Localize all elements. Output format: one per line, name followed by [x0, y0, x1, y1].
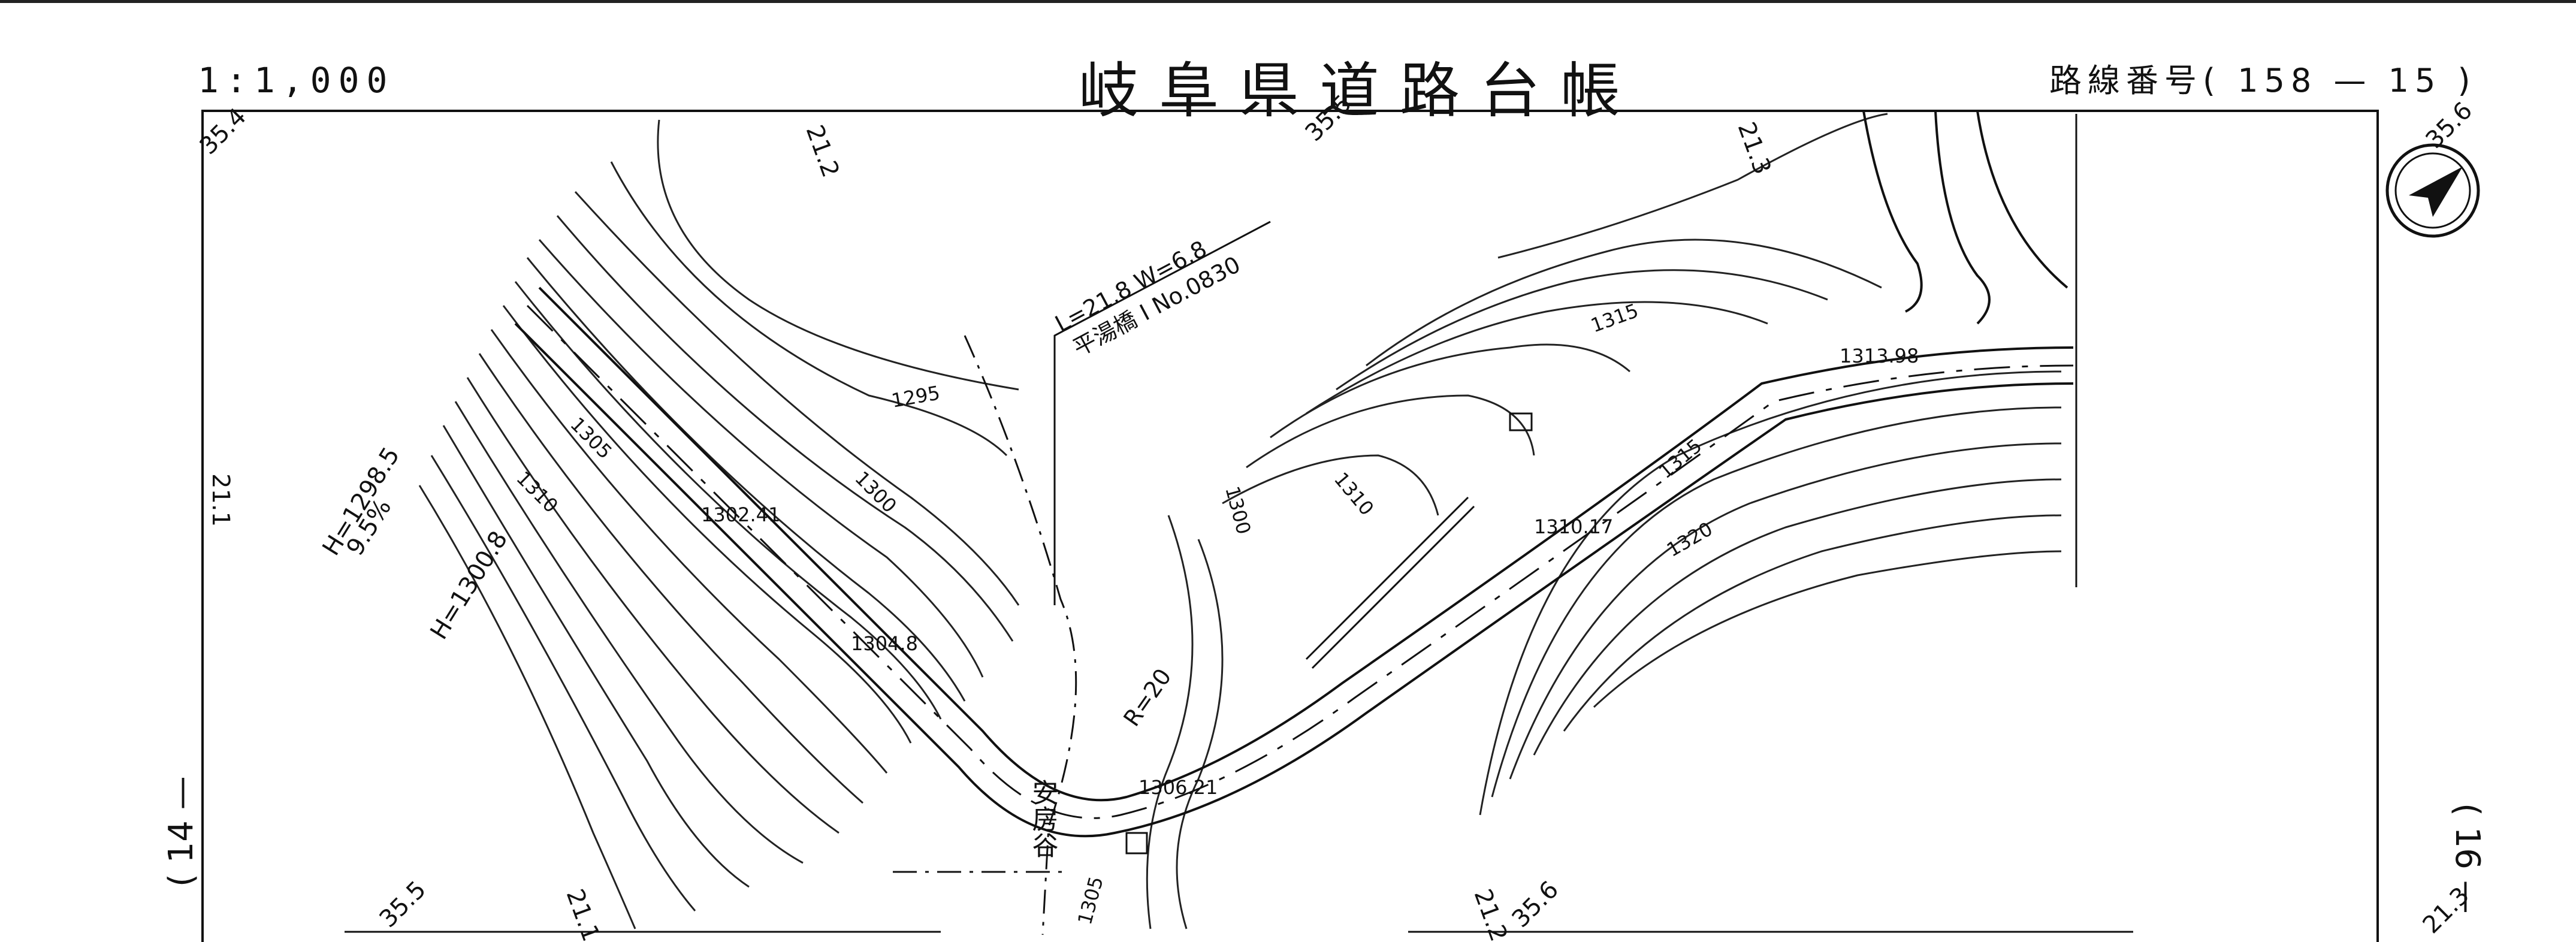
grid-label: 21.3: [2418, 882, 2475, 940]
contour-label: 1295: [890, 381, 942, 412]
map-scale: 1:1,000: [198, 60, 395, 101]
valley-boundary: [964, 335, 1077, 935]
place-name: 安房谷: [1028, 779, 1058, 858]
elevation-label: 1306.21: [1138, 776, 1218, 799]
contour-line: [1146, 515, 1194, 929]
contour-line: [556, 215, 1014, 642]
contour-label: 1305: [1073, 874, 1108, 927]
contour-line: [466, 377, 839, 834]
contour-line: [1497, 113, 1888, 259]
contour-line: [1270, 343, 1630, 439]
contour-label: 1315: [1654, 434, 1707, 483]
contour-line: [1509, 442, 2062, 780]
curve-radius-label: R=20: [1118, 664, 1176, 732]
structure-box: [1509, 412, 1533, 431]
side-road-far-edge: [1976, 110, 2068, 289]
contour-line: [442, 425, 750, 888]
contour-line: [538, 239, 984, 678]
contour-line: [418, 485, 636, 929]
contour-line: [657, 119, 1019, 391]
elevation-label: 1313.98: [1840, 345, 1919, 367]
contour-line: [502, 305, 912, 744]
road-edge-lower: [514, 322, 2074, 838]
contour-line: [610, 161, 1008, 457]
grid-label: 21.3: [1732, 119, 1777, 178]
top-border: [0, 0, 2576, 3]
bridge-structure: [1125, 412, 1533, 855]
contour-line: [1563, 514, 2062, 732]
road-group: [514, 110, 2074, 838]
route-number: 路線番号( 158 — 15 ): [2049, 54, 2477, 101]
contour-line: [1491, 406, 2062, 798]
route-value: ( 158 — 15 ): [2203, 62, 2477, 99]
contour-line: [1593, 550, 2062, 708]
grid-label: 21.1: [561, 886, 605, 942]
road-centerline: [526, 304, 2074, 819]
contour-line: [1246, 394, 1535, 469]
contour-label: 1300: [850, 467, 901, 517]
grid-label: 21.2: [801, 122, 845, 181]
bridge-leader-line: [1053, 221, 1271, 605]
grid-label: 21.1: [207, 473, 234, 527]
elevation-label: 1302.41: [701, 503, 780, 526]
contour-line: [1336, 269, 1828, 391]
contour-line: [430, 455, 696, 911]
road-edge-upper: [538, 286, 2074, 802]
contour-line: [1533, 478, 2062, 756]
elevation-label: 1304.8: [851, 632, 918, 655]
contour-label: 1320: [1663, 517, 1717, 561]
grid-label: 21.2: [1469, 886, 1513, 942]
grid-label: 35.6: [1507, 876, 1565, 934]
bridge-rail: [1311, 505, 1475, 669]
map-frame: [201, 110, 2379, 942]
contour-line: [454, 401, 804, 864]
north-arrow-icon: [2385, 143, 2480, 238]
contour-line: [1479, 370, 2062, 816]
grid-label: 35.5: [1300, 90, 1358, 147]
side-road-right-edge: [1934, 110, 1991, 325]
grid-label: 35.5: [375, 876, 432, 934]
contour-line: [1366, 238, 1882, 367]
height-label: H=1300.8: [425, 526, 513, 644]
page-title: 岐阜県道路台帳: [1079, 56, 1641, 126]
contour-line: [1176, 539, 1224, 929]
contour-group-right: [1146, 113, 2062, 929]
route-label: 路線番号: [2049, 62, 2203, 99]
contour-line: [490, 329, 888, 774]
contour-line: [478, 353, 863, 804]
structure-box: [1125, 832, 1148, 855]
elevation-label: 1310.17: [1534, 515, 1613, 538]
contour-label: 1310: [1330, 468, 1378, 520]
contour-line: [1222, 454, 1439, 516]
side-road-left-edge: [1862, 110, 1923, 313]
contour-label: 1300: [1221, 484, 1255, 536]
contour-line: [1306, 301, 1768, 415]
contour-line: [526, 257, 966, 702]
bridge-rail: [1305, 496, 1469, 660]
contour-line: [574, 191, 1020, 606]
